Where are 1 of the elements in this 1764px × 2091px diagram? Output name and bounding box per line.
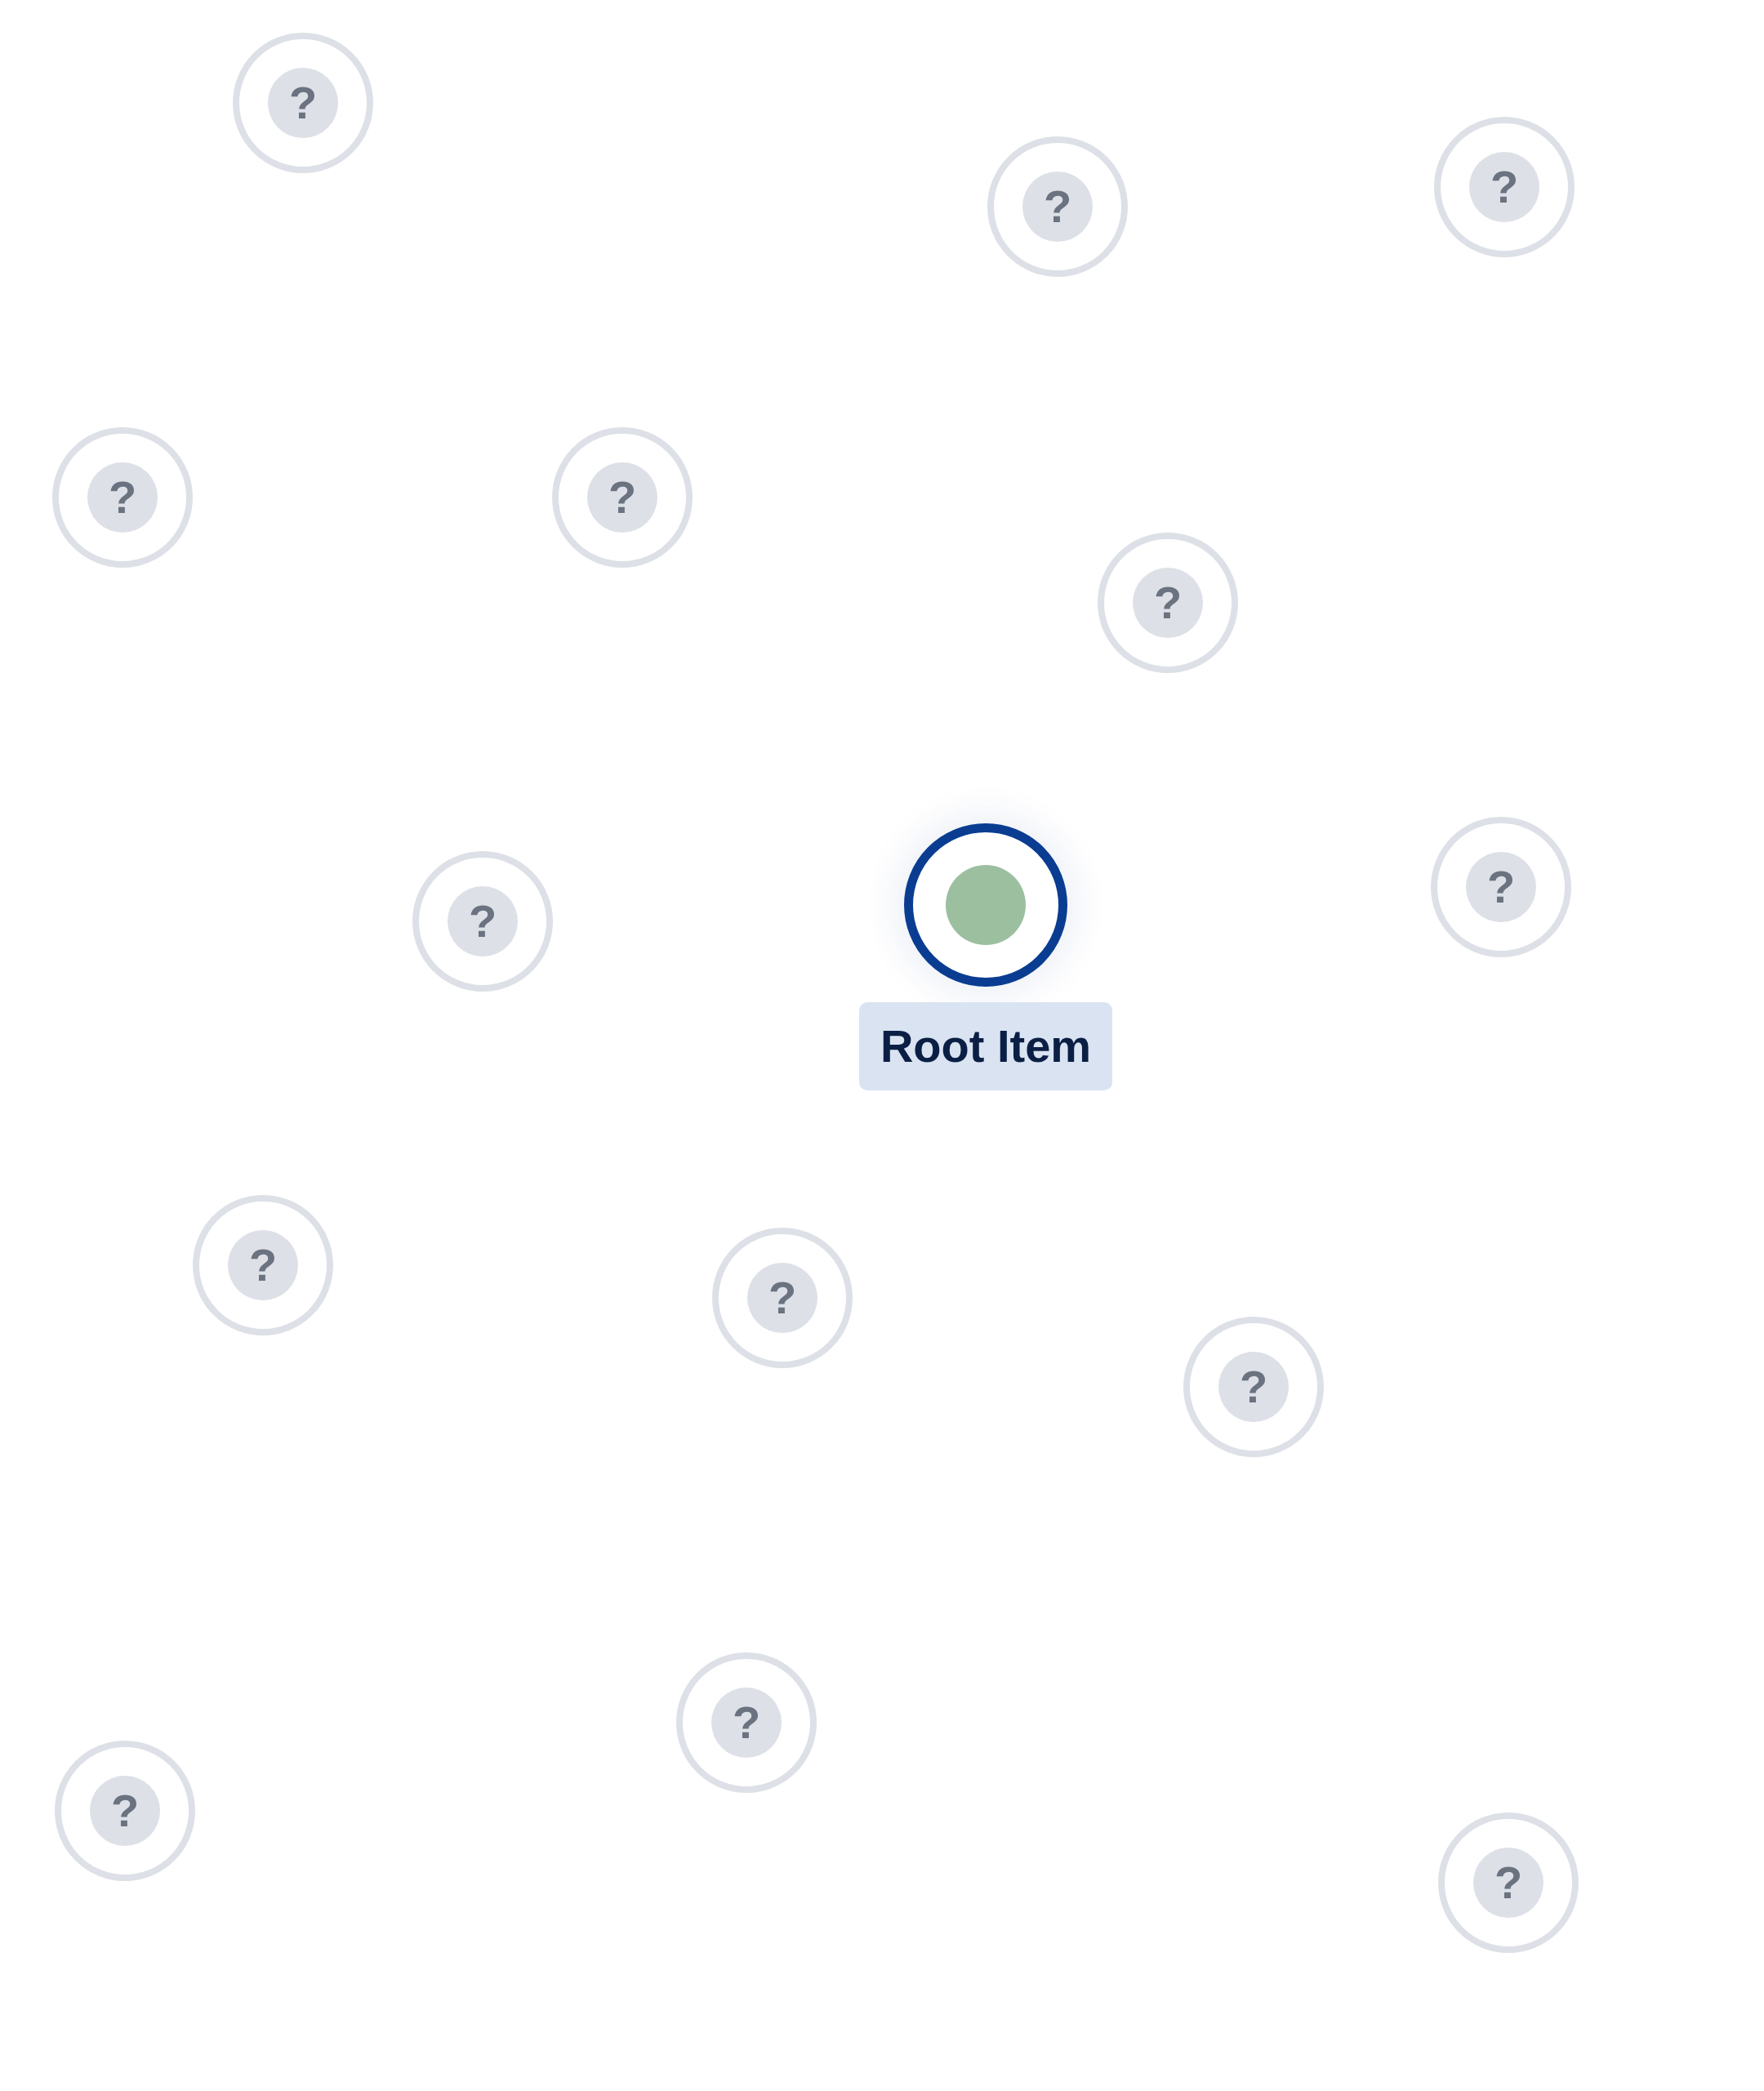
node-label: Root Item — [858, 1002, 1113, 1090]
